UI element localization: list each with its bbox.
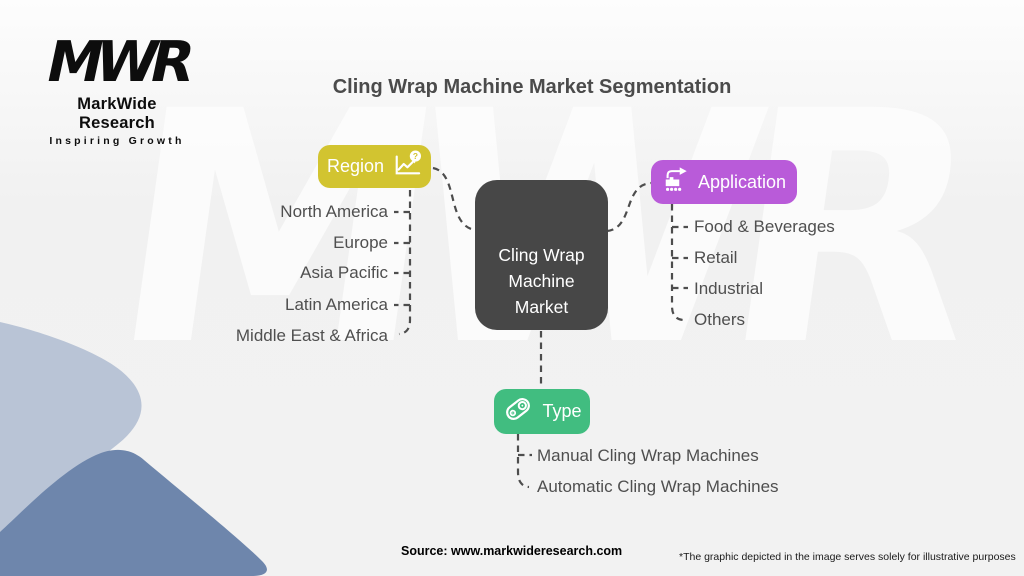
type-item-automatic: Automatic Cling Wrap Machines <box>537 477 779 496</box>
svg-text:?: ? <box>413 151 418 161</box>
trend-chart-question-icon: ? <box>392 150 422 183</box>
type-item-manual: Manual Cling Wrap Machines <box>537 446 759 465</box>
corner-shape-medium <box>0 449 267 576</box>
roller-belt-icon <box>502 393 534 430</box>
disclaimer-text: *The graphic depicted in the image serve… <box>679 551 1016 563</box>
center-node-label: Cling Wrap Machine Market <box>498 245 585 317</box>
application-item-food-beverages: Food & Beverages <box>694 217 835 236</box>
application-node-label: Application <box>697 171 787 192</box>
center-node: Cling Wrap Machine Market <box>475 180 608 330</box>
conveyor-arrow-icon <box>662 166 690 199</box>
application-item-retail: Retail <box>694 248 738 267</box>
connector-center-application <box>606 181 652 233</box>
connector-region-center <box>432 166 476 232</box>
region-item-asia-pacific: Asia Pacific <box>300 263 388 282</box>
region-trunk <box>398 190 412 336</box>
page-title: Cling Wrap Machine Market Segmentation <box>332 76 732 98</box>
corner-shape-light <box>0 322 142 540</box>
region-item-north-america: North America <box>280 202 388 221</box>
region-node: Region ? <box>318 145 431 188</box>
region-item-europe: Europe <box>333 233 388 252</box>
application-node: Application <box>651 160 797 204</box>
region-item-latin-america: Latin America <box>285 295 388 314</box>
type-node-label: Type <box>542 401 582 421</box>
region-item-middle-east-africa: Middle East & Africa <box>235 326 388 345</box>
application-trunk <box>670 204 684 322</box>
region-node-label: Region <box>326 156 385 176</box>
markwide-logo: MWR MarkWide Research Inspiring Growth <box>38 30 196 147</box>
logo-monogram: MWR <box>40 30 194 95</box>
type-trunk <box>516 434 530 489</box>
type-node: Type <box>494 389 590 434</box>
logo-name: MarkWide Research <box>77 94 157 132</box>
source-text: Source: www.markwideresearch.com <box>401 544 623 558</box>
logo-tagline: Inspiring Growth <box>49 134 185 147</box>
application-item-industrial: Industrial <box>694 279 763 298</box>
application-item-others: Others <box>694 310 746 329</box>
